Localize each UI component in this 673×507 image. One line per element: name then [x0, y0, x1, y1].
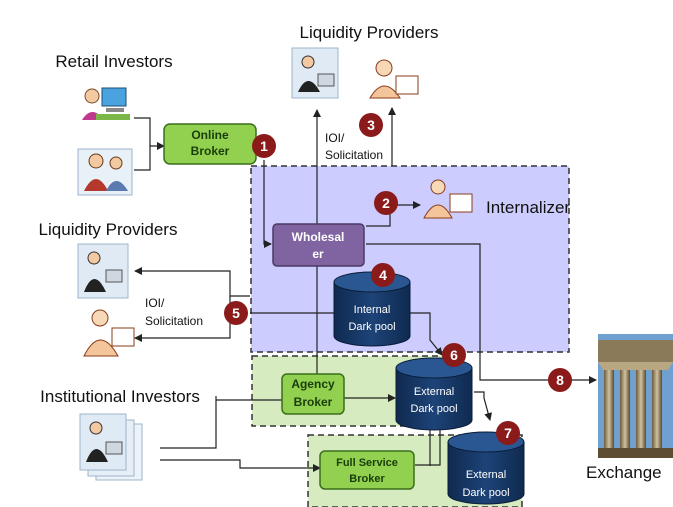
step-badge-6-number: 6 [450, 347, 458, 363]
ioi-top-line-1: IOI/ [325, 131, 345, 145]
wholesaler-box[interactable]: Wholesal er [272, 223, 365, 267]
institutional-investors-title: Institutional Investors [40, 387, 200, 406]
step-badge-8: 8 [548, 368, 572, 392]
step-badge-8-number: 8 [556, 372, 564, 388]
liquidity-providers-left-title: Liquidity Providers [39, 220, 178, 239]
wholesaler-label-1: Wholesal [292, 230, 345, 244]
person-at-computer-icon [82, 87, 130, 120]
agency-broker-label-2: Broker [294, 395, 333, 409]
woman-at-computer-icon [77, 148, 133, 196]
ioi-top-line-2: Solicitation [325, 148, 383, 162]
step-badge-3-number: 3 [367, 117, 375, 133]
external-dark-pool-1-label-1: External [414, 386, 454, 398]
internal-dark-pool-label-2: Dark pool [348, 321, 395, 333]
agency-broker-label-1: Agency [291, 377, 335, 391]
exchange-building-icon [598, 334, 673, 458]
external-dark-pool-1-label-2: Dark pool [410, 403, 457, 415]
retail-investors-title: Retail Investors [55, 52, 172, 71]
online-broker-box[interactable]: Online Broker [163, 123, 257, 165]
liquidity-providers-top-title: Liquidity Providers [300, 23, 439, 42]
external-dark-pool-2-label-2: Dark pool [462, 487, 509, 499]
external-dark-pool-1-cylinder[interactable]: External Dark pool [395, 357, 473, 431]
internal-dark-pool-label-1: Internal [354, 304, 391, 316]
agency-broker-box[interactable]: Agency Broker [281, 373, 345, 415]
step-badges: 1 2 3 4 5 6 7 8 [224, 113, 572, 445]
online-broker-label-1: Online [191, 128, 229, 142]
full-service-broker-label-1: Full Service [336, 457, 398, 469]
external-dark-pool-2-cylinder[interactable]: External Dark pool [447, 431, 525, 505]
external-dark-pool-2-label-1: External [466, 469, 506, 481]
ioi-left-line-2: Solicitation [145, 314, 203, 328]
internal-dark-pool-cylinder[interactable]: Internal Dark pool [333, 271, 411, 347]
businessman-at-computer-icon [77, 243, 129, 299]
step-badge-3: 3 [359, 113, 383, 137]
office-worker-icon [83, 309, 135, 357]
full-service-broker-label-2: Broker [349, 473, 385, 485]
ioi-left-line-1: IOI/ [145, 296, 165, 310]
businessman-at-computer-icon [79, 413, 143, 481]
step-badge-4-number: 4 [379, 267, 387, 283]
wholesaler-label-2: er [312, 247, 324, 261]
step-badge-7-number: 7 [504, 425, 512, 441]
step-badge-1-number: 1 [260, 138, 268, 154]
step-badge-2: 2 [374, 191, 398, 215]
step-badge-2-number: 2 [382, 195, 390, 211]
exchange-title: Exchange [586, 463, 662, 482]
office-worker-icon [423, 179, 473, 219]
step-badge-5-number: 5 [232, 305, 240, 321]
internalizer-title: Internalizer [486, 198, 570, 217]
step-badge-4: 4 [371, 263, 395, 287]
businessman-at-computer-icon [291, 47, 339, 99]
step-badge-6: 6 [442, 343, 466, 367]
full-service-broker-box[interactable]: Full Service Broker [319, 450, 415, 490]
online-broker-label-2: Broker [191, 144, 230, 158]
step-badge-7: 7 [496, 421, 520, 445]
step-badge-1: 1 [252, 134, 276, 158]
step-badge-5: 5 [224, 301, 248, 325]
office-worker-icon [369, 59, 419, 99]
